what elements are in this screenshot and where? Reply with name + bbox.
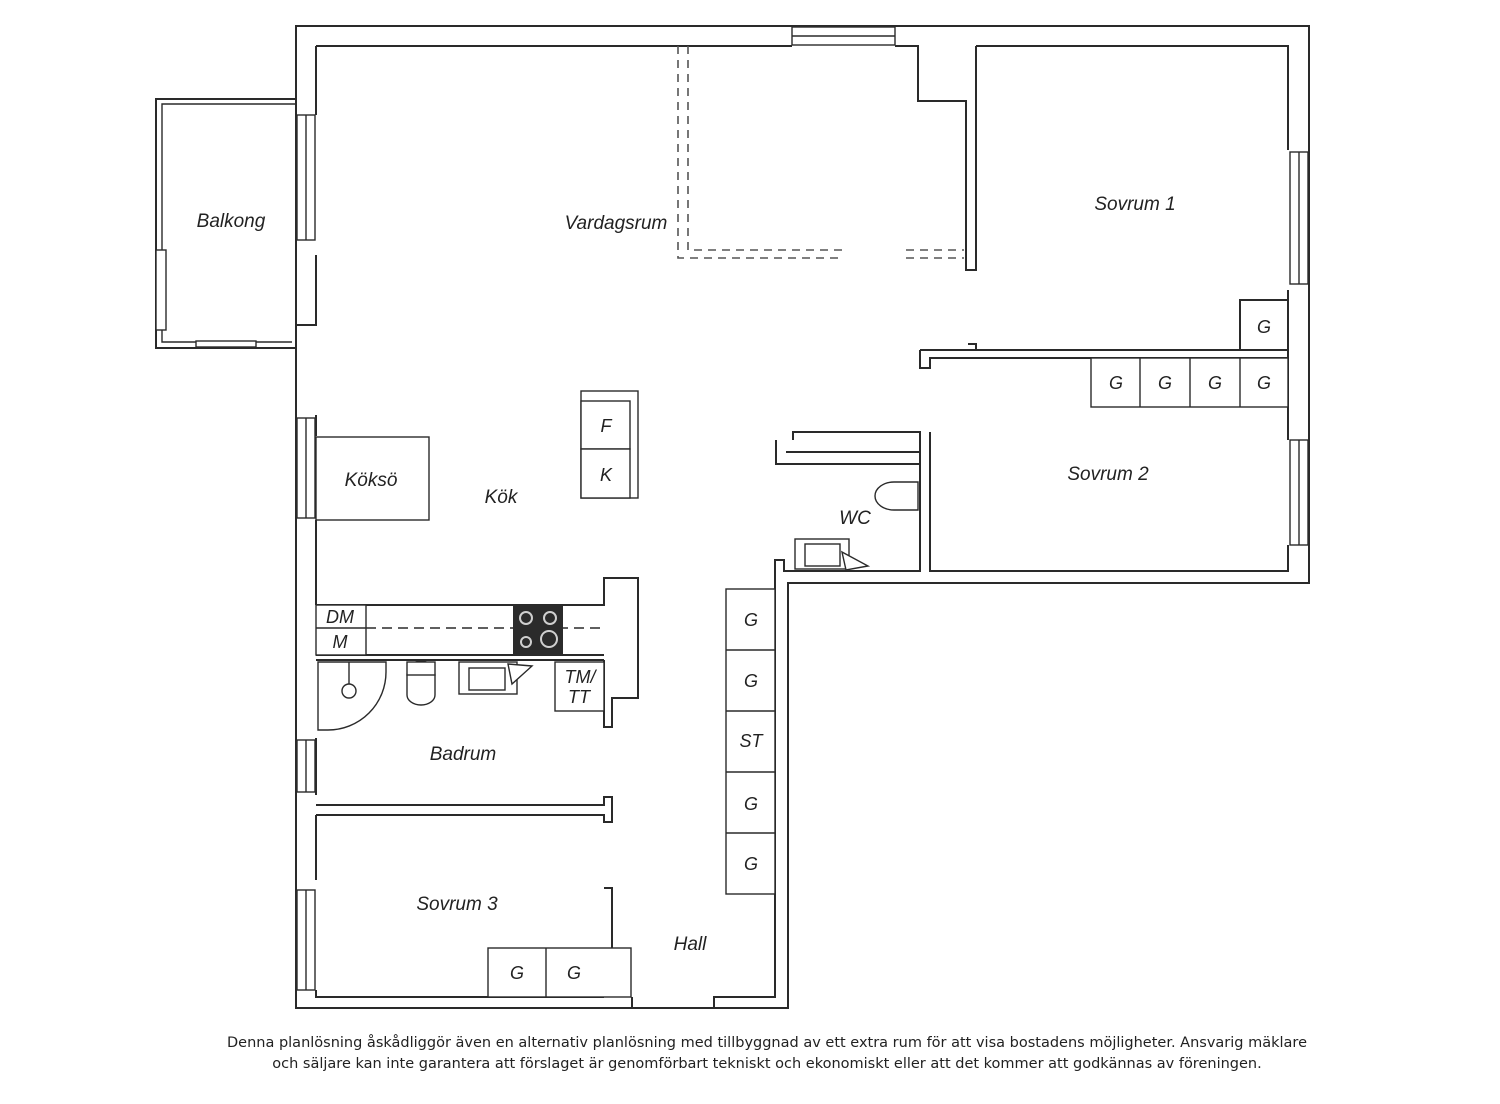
wardrobe-label: G	[1257, 373, 1271, 393]
hob-icon	[513, 605, 563, 655]
alternative-room-dashed	[677, 46, 964, 259]
outer-walls	[295, 25, 1310, 1009]
room-label-badrum: Badrum	[430, 744, 497, 765]
disclaimer: Denna planlösning åskådliggör även en al…	[150, 1033, 1384, 1075]
room-label-sovrum2: Sovrum 2	[1067, 464, 1149, 485]
washer-box	[554, 661, 605, 712]
dishwasher-label: DM	[326, 607, 354, 627]
wardrobe-label: G	[744, 610, 758, 630]
room-label-balkong: Balkong	[197, 211, 266, 232]
sovrum2-wardrobes	[1090, 357, 1289, 408]
room-label-sovrum3: Sovrum 3	[416, 894, 498, 915]
microwave-label: M	[333, 632, 348, 652]
freezer-label: K	[600, 465, 613, 485]
hall-wardrobes	[725, 588, 776, 895]
wardrobe-label: G	[1257, 317, 1271, 337]
sovrum3-wardrobes	[487, 947, 632, 998]
storage-label: ST	[739, 731, 764, 751]
washer-label-line1: TM/	[565, 667, 598, 687]
room-label-koksoe: Köksö	[345, 470, 398, 491]
kitchen-island	[315, 436, 430, 521]
wardrobe-label: G	[1158, 373, 1172, 393]
wardrobe-label: G	[744, 671, 758, 691]
windows	[296, 26, 1309, 991]
wardrobe-label: G	[1208, 373, 1222, 393]
bathroom-fixtures	[317, 660, 605, 731]
wc-fixtures	[794, 481, 919, 571]
dishwasher-box	[315, 604, 367, 656]
wardrobe-label: G	[510, 963, 524, 983]
disclaimer-line-2: och säljare kan inte garantera att försl…	[272, 1056, 1262, 1072]
room-label-vardagsrum: Vardagsrum	[565, 213, 668, 234]
wardrobe-label: G	[567, 963, 581, 983]
room-label-sovrum1: Sovrum 1	[1094, 194, 1175, 215]
wardrobe-label: G	[744, 854, 758, 874]
kitchen-fixtures	[315, 390, 639, 695]
room-label-hall: Hall	[674, 934, 708, 955]
wardrobe-label: G	[1109, 373, 1123, 393]
disclaimer-line-1: Denna planlösning åskådliggör även en al…	[226, 1035, 1307, 1051]
wardrobe-label: G	[744, 794, 758, 814]
interior-walls	[316, 46, 1289, 997]
fridge-label: F	[601, 416, 613, 436]
washer-label-line2: TT	[568, 687, 592, 707]
balcony-outline	[155, 98, 296, 349]
wc-toilet-icon	[874, 481, 919, 511]
room-label-wc: WC	[839, 508, 871, 529]
room-label-kok: Kök	[485, 487, 519, 508]
